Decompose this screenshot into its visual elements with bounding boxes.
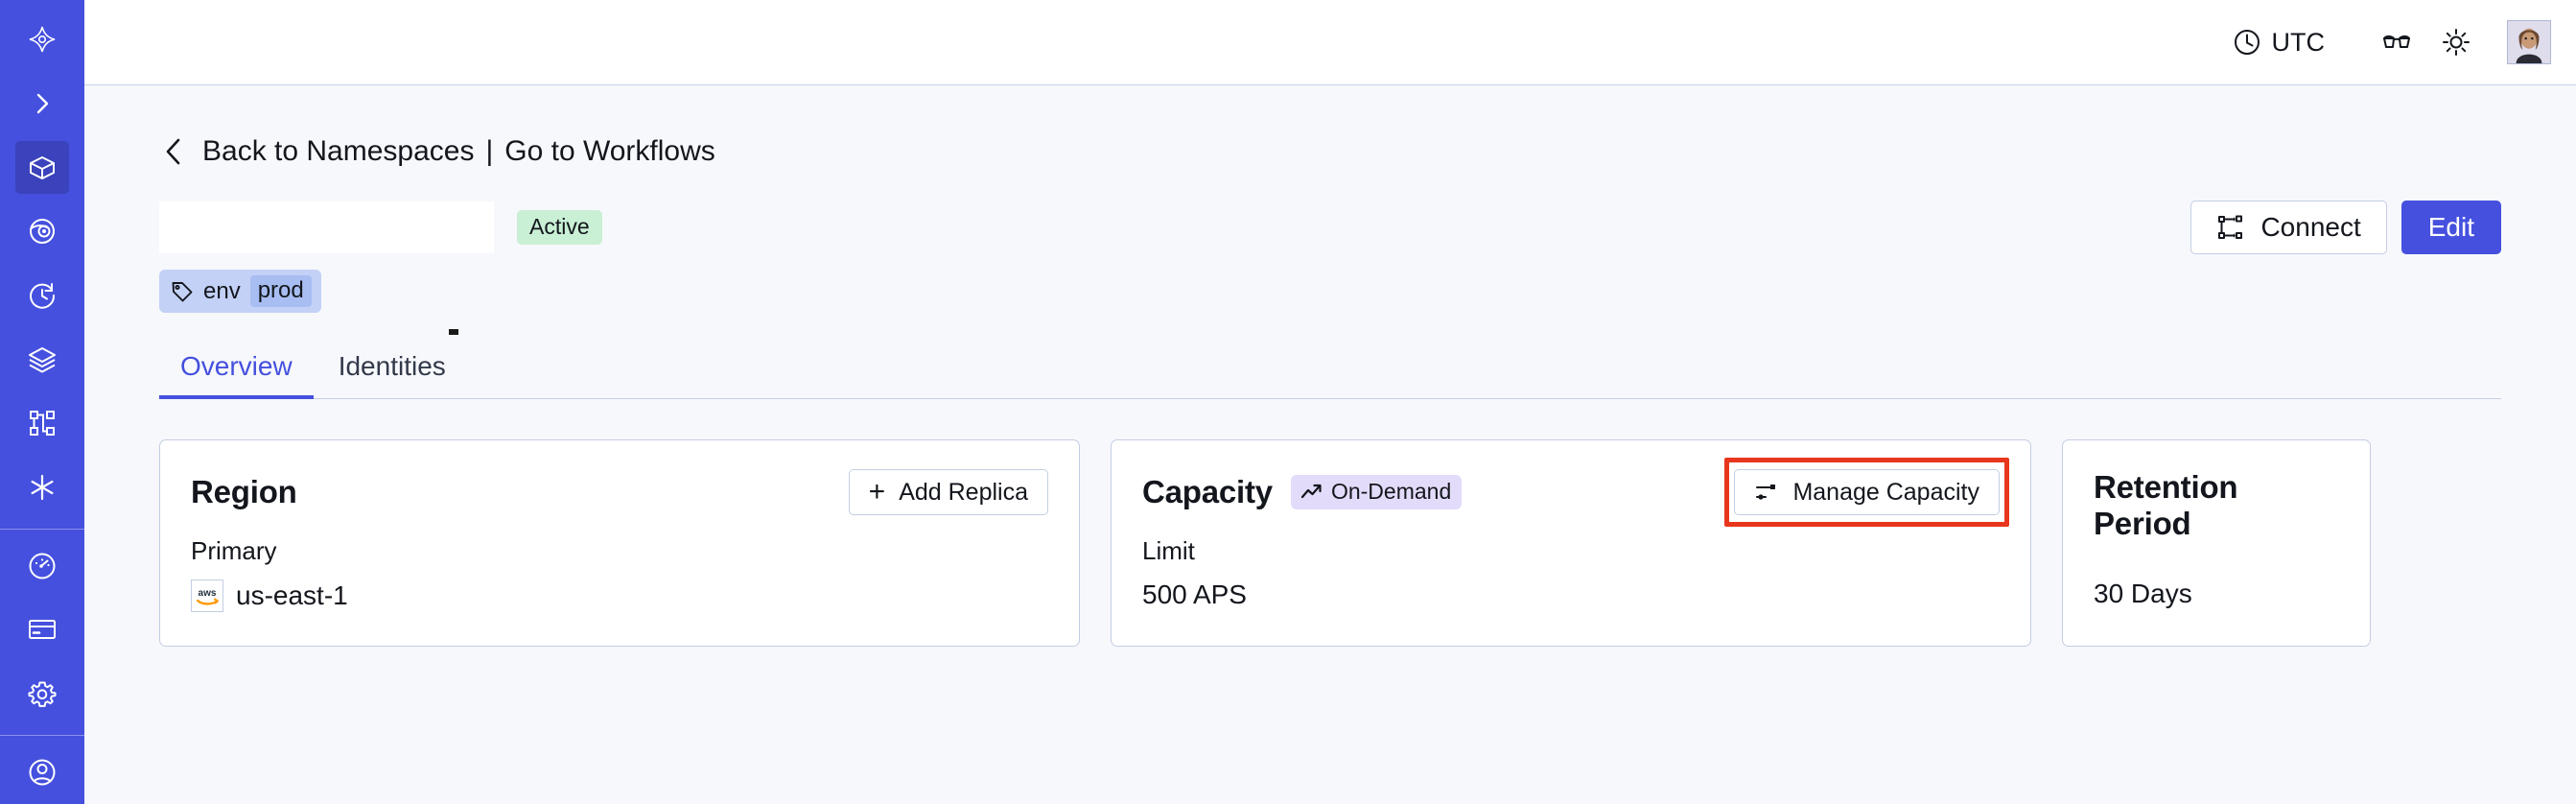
title-redaction-mark	[449, 329, 458, 335]
region-primary-value-row: aws us-east-1	[191, 579, 1048, 612]
tag-value: prod	[249, 275, 312, 307]
breadcrumb: Back to Namespaces | Go to Workflows	[159, 135, 2501, 168]
theme-toggle-button[interactable]	[2426, 12, 2486, 72]
title-actions: Connect Edit	[2190, 201, 2501, 254]
asterisk-icon	[27, 472, 58, 503]
chevron-left-icon[interactable]	[159, 135, 188, 168]
eye-icon	[27, 216, 58, 247]
credit-card-icon	[27, 614, 58, 645]
tag-icon	[171, 280, 194, 303]
main-region: UTC	[84, 0, 2576, 804]
capacity-mode-badge: On-Demand	[1290, 475, 1463, 509]
region-card-title: Region	[191, 474, 297, 509]
page-title	[159, 201, 494, 253]
glasses-icon	[2381, 27, 2412, 58]
gauge-icon	[27, 551, 58, 581]
sidebar-divider-2	[0, 735, 84, 737]
breadcrumb-separator: |	[485, 135, 494, 167]
region-primary-label: Primary	[191, 536, 277, 565]
capacity-card: Capacity On-Demand	[1111, 439, 2031, 647]
manage-capacity-wrapper: Manage Capacity	[1724, 458, 2009, 527]
trending-up-icon	[1300, 480, 1323, 504]
tag-row: env prod	[159, 270, 2501, 313]
namespace-tag[interactable]: env prod	[159, 270, 321, 313]
top-bar: UTC	[84, 0, 2576, 85]
capacity-limit-value: 500 APS	[1142, 579, 1247, 609]
svg-text:aws: aws	[199, 588, 217, 599]
region-primary-value: us-east-1	[236, 580, 348, 610]
status-badge: Active	[517, 210, 602, 245]
capacity-card-header: Capacity On-Demand	[1142, 458, 2009, 527]
plus-icon: +	[868, 476, 886, 508]
capacity-limit-label: Limit	[1142, 536, 1195, 565]
sidebar	[0, 0, 84, 804]
manage-capacity-label: Manage Capacity	[1792, 478, 1979, 506]
add-replica-label: Add Replica	[899, 478, 1028, 506]
capacity-mode-label: On-Demand	[1330, 479, 1452, 504]
page-content: Back to Namespaces | Go to Workflows Act…	[84, 85, 2576, 804]
connect-flow-icon	[2216, 213, 2245, 242]
sitemap-icon	[27, 408, 58, 438]
clock-rotate-icon	[27, 280, 58, 311]
sidebar-item-nexus[interactable]	[15, 461, 69, 514]
region-card-header: Region + Add Replica	[191, 469, 1048, 515]
sidebar-item-logo[interactable]	[15, 13, 69, 66]
avatar[interactable]	[2507, 20, 2551, 64]
sidebar-item-billing[interactable]	[15, 603, 69, 656]
retention-card: Retention Period 30 Days	[2062, 439, 2371, 647]
gear-icon	[27, 678, 58, 709]
tab-bar: Overview Identities	[159, 351, 2501, 399]
sidebar-item-workflows[interactable]	[15, 397, 69, 450]
sidebar-item-settings[interactable]	[15, 668, 69, 721]
breadcrumb-back-link[interactable]: Back to Namespaces	[202, 135, 475, 167]
overview-cards: Region + Add Replica Primary aws	[159, 439, 2501, 647]
edit-button[interactable]: Edit	[2400, 201, 2501, 254]
breadcrumb-workflows-link[interactable]: Go to Workflows	[504, 135, 715, 167]
retention-card-header: Retention Period	[2094, 469, 2339, 542]
tab-overview[interactable]: Overview	[159, 351, 314, 399]
sun-icon	[2441, 27, 2471, 58]
region-card: Region + Add Replica Primary aws	[159, 439, 1080, 647]
clock-icon	[2233, 28, 2261, 57]
retention-card-title: Retention Period	[2094, 469, 2238, 541]
cube-icon	[27, 153, 58, 183]
capacity-card-title: Capacity	[1142, 474, 1273, 509]
chevron-right-icon	[27, 88, 58, 119]
connect-button-label: Connect	[2260, 212, 2361, 242]
manage-capacity-button[interactable]: Manage Capacity	[1734, 469, 2000, 515]
sidebar-item-observability[interactable]	[15, 205, 69, 258]
timezone-label: UTC	[2271, 27, 2326, 57]
user-avatar	[2508, 21, 2550, 63]
add-replica-button[interactable]: + Add Replica	[848, 469, 1048, 515]
title-row: Active	[159, 201, 2501, 254]
retention-value: 30 Days	[2094, 579, 2192, 608]
sliders-icon	[1754, 480, 1779, 505]
aws-logo: aws	[191, 579, 223, 612]
docs-button[interactable]	[2367, 12, 2426, 72]
tab-identities[interactable]: Identities	[338, 351, 446, 381]
sidebar-item-layers[interactable]	[15, 333, 69, 386]
sidebar-divider-1	[0, 529, 84, 531]
sidebar-item-namespaces[interactable]	[15, 141, 69, 195]
tag-key: env	[203, 277, 241, 304]
connect-button[interactable]: Connect	[2190, 201, 2387, 254]
timezone-selector[interactable]: UTC	[2233, 27, 2326, 58]
sidebar-item-expand[interactable]	[15, 78, 69, 130]
temporal-logo-icon	[27, 24, 58, 55]
sidebar-item-schedules[interactable]	[15, 270, 69, 322]
account-circle-icon	[27, 757, 58, 788]
sidebar-item-account[interactable]	[15, 745, 69, 798]
sidebar-item-usage[interactable]	[15, 539, 69, 592]
layers-icon	[27, 344, 58, 375]
